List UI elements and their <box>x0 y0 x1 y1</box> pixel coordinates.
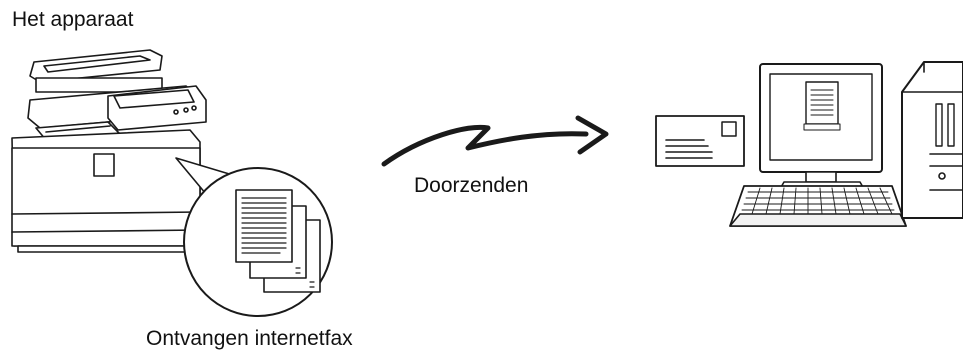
received-documents-icon <box>175 157 333 317</box>
machine-label: Het apparaat <box>12 8 134 31</box>
received-fax-label: Ontvangen internetfax <box>146 327 353 350</box>
forward-arrow-icon <box>381 115 609 167</box>
envelope-icon <box>655 115 745 167</box>
desktop-computer-icon <box>729 61 963 227</box>
forward-label: Doorzenden <box>414 174 529 197</box>
mfp-printer-icon <box>11 49 207 253</box>
